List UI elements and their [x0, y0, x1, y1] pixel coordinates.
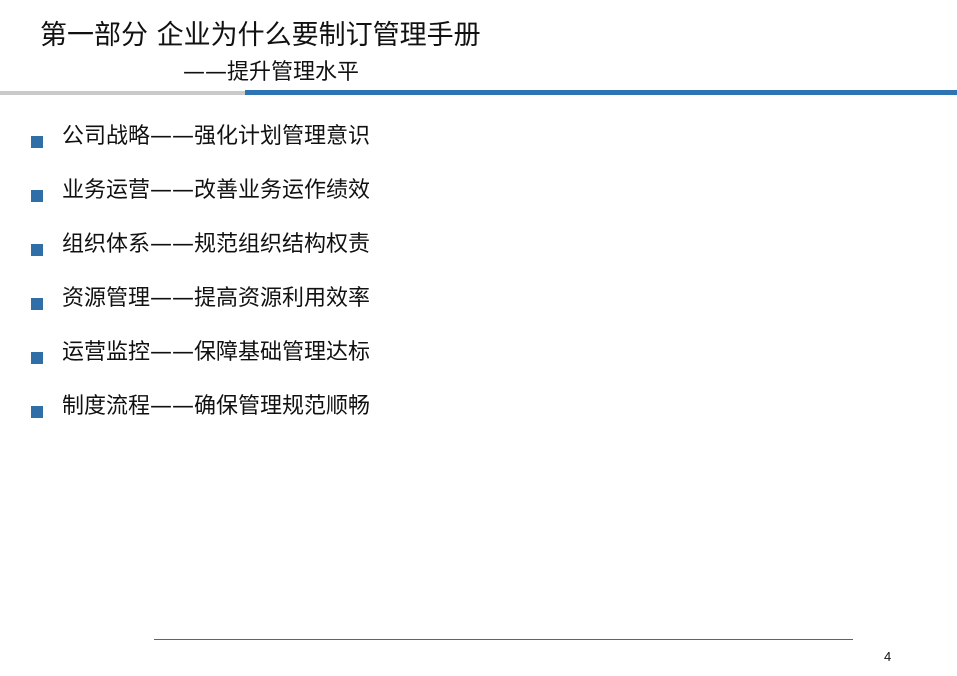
header-divider-gray	[0, 91, 245, 95]
page-number: 4	[884, 649, 892, 664]
square-bullet-icon	[31, 190, 43, 202]
page-title: 第一部分 企业为什么要制订管理手册	[40, 20, 481, 51]
bullet-text: 运营监控——保障基础管理达标	[62, 340, 371, 365]
square-bullet-icon	[31, 406, 43, 418]
list-item: 业务运营——改善业务运作绩效	[0, 170, 600, 210]
list-item: 资源管理——提高资源利用效率	[0, 278, 600, 318]
list-item: 组织体系——规范组织结构权责	[0, 224, 600, 264]
footer-divider	[154, 639, 853, 640]
page-subtitle: ——提升管理水平	[183, 60, 360, 85]
bullet-text: 制度流程——确保管理规范顺畅	[62, 394, 371, 419]
list-item: 公司战略——强化计划管理意识	[0, 116, 600, 156]
square-bullet-icon	[31, 136, 43, 148]
square-bullet-icon	[31, 352, 43, 364]
list-item: 制度流程——确保管理规范顺畅	[0, 386, 600, 426]
header-divider-blue	[245, 90, 957, 95]
square-bullet-icon	[31, 244, 43, 256]
bullet-text: 业务运营——改善业务运作绩效	[62, 178, 371, 203]
bullet-text: 组织体系——规范组织结构权责	[62, 232, 371, 257]
square-bullet-icon	[31, 298, 43, 310]
bullet-text: 资源管理——提高资源利用效率	[62, 286, 371, 311]
bullet-text: 公司战略——强化计划管理意识	[62, 124, 371, 149]
list-item: 运营监控——保障基础管理达标	[0, 332, 600, 372]
